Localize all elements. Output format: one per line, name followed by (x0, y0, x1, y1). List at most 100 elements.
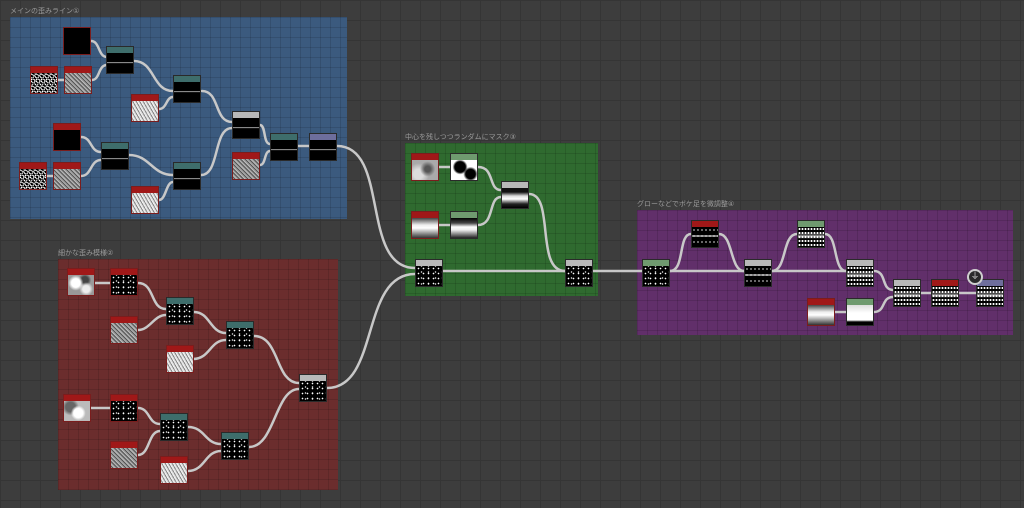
node-thumbnail (111, 275, 137, 295)
node-grain[interactable] (160, 456, 188, 484)
node-levels[interactable] (846, 298, 874, 326)
node-cells[interactable] (63, 394, 91, 422)
node-output-blend[interactable] (309, 133, 337, 161)
node-blend[interactable] (221, 432, 249, 460)
node-blend[interactable] (270, 133, 298, 161)
node-header (566, 260, 592, 266)
node-header (132, 95, 158, 101)
node-cells[interactable] (67, 268, 95, 296)
node-thumbnail (798, 227, 824, 247)
node-blend[interactable] (744, 259, 772, 287)
node-thumbnail (643, 266, 669, 286)
node-thumbnail (451, 160, 477, 180)
node-blend[interactable] (166, 297, 194, 325)
node-blur-map[interactable] (411, 153, 439, 181)
node-thumbnail (808, 305, 834, 325)
node-blend[interactable] (173, 162, 201, 190)
node-header (161, 457, 187, 463)
node-thumbnail (111, 448, 137, 468)
node-combine[interactable] (415, 259, 443, 287)
node-glow[interactable] (691, 220, 719, 248)
node-thumbnail (111, 323, 137, 343)
node-levels[interactable] (450, 153, 478, 181)
node-solid-color[interactable] (63, 27, 91, 55)
node-thumbnail (167, 304, 193, 324)
node-thumbnail (174, 169, 200, 189)
node-thumbnail (65, 73, 91, 93)
node-thumbnail (227, 328, 253, 348)
node-levels[interactable] (642, 259, 670, 287)
node-levels[interactable] (450, 211, 478, 239)
node-thumbnail (271, 140, 297, 160)
group-fine-distortion-pattern[interactable]: 細かな歪み模様② (58, 249, 338, 490)
node-gradient[interactable] (411, 211, 439, 239)
node-thumbnail (132, 101, 158, 121)
node-thumbnail (54, 169, 80, 189)
output-icon[interactable]: ⏚ (967, 269, 983, 285)
node-mask-blend[interactable] (893, 279, 921, 307)
node-thumbnail (566, 266, 592, 286)
node-noise[interactable] (19, 162, 47, 190)
wire (335, 144, 417, 270)
node-header (847, 260, 873, 266)
node-header (111, 442, 137, 448)
node-grain[interactable] (131, 94, 159, 122)
node-header (932, 280, 958, 286)
node-grain[interactable] (64, 66, 92, 94)
node-thumbnail (102, 149, 128, 169)
node-thumbnail (174, 82, 200, 102)
node-header (692, 221, 718, 227)
group-title[interactable]: 中心を残しつつランダムにマスク③ (405, 133, 516, 141)
group-title[interactable]: 細かな歪み模様② (58, 249, 114, 257)
node-blend[interactable] (160, 413, 188, 441)
node-warp[interactable] (299, 374, 327, 402)
node-blend[interactable] (106, 46, 134, 74)
node-thumbnail (416, 266, 442, 286)
node-grain[interactable] (53, 162, 81, 190)
node-grain[interactable] (110, 316, 138, 344)
node-thumbnail (412, 218, 438, 238)
node-thumbnail (64, 401, 90, 421)
node-grain[interactable] (131, 186, 159, 214)
node-gradient[interactable] (807, 298, 835, 326)
node-thumbnail (977, 286, 1003, 306)
node-thumbnail (161, 463, 187, 483)
node-mask-blend[interactable] (501, 181, 529, 209)
node-header (233, 153, 259, 159)
node-header (310, 134, 336, 140)
node-header (167, 298, 193, 304)
node-blend[interactable] (846, 259, 874, 287)
node-header (54, 163, 80, 169)
node-thumbnail (894, 286, 920, 306)
node-thumbnail (161, 420, 187, 440)
group-title[interactable]: グローなどでボケ足を微調整④ (637, 200, 735, 208)
node-thumbnail (310, 140, 336, 160)
node-final-output[interactable] (976, 279, 1004, 307)
node-blend[interactable] (173, 75, 201, 103)
node-header (745, 260, 771, 266)
node-grain[interactable] (166, 345, 194, 373)
node-header (111, 395, 137, 401)
node-grain[interactable] (232, 152, 260, 180)
node-header (174, 163, 200, 169)
node-header (54, 124, 80, 130)
node-grain[interactable] (110, 441, 138, 469)
node-glow[interactable] (931, 279, 959, 307)
node-sparse-dots[interactable] (110, 268, 138, 296)
node-sparse-dots[interactable] (110, 394, 138, 422)
node-header (174, 76, 200, 82)
group-title[interactable]: メインの歪みライン① (10, 7, 80, 15)
node-solid-color[interactable] (53, 123, 81, 151)
node-thumbnail (107, 53, 133, 73)
node-header (894, 280, 920, 286)
node-warp[interactable] (232, 111, 260, 139)
node-levels[interactable] (797, 220, 825, 248)
node-blend[interactable] (226, 321, 254, 349)
node-noise[interactable] (30, 66, 58, 94)
node-thumbnail (847, 266, 873, 286)
node-thumbnail (300, 381, 326, 401)
node-blend[interactable] (101, 142, 129, 170)
node-header (132, 187, 158, 193)
node-mask-output[interactable] (565, 259, 593, 287)
node-thumbnail (132, 193, 158, 213)
